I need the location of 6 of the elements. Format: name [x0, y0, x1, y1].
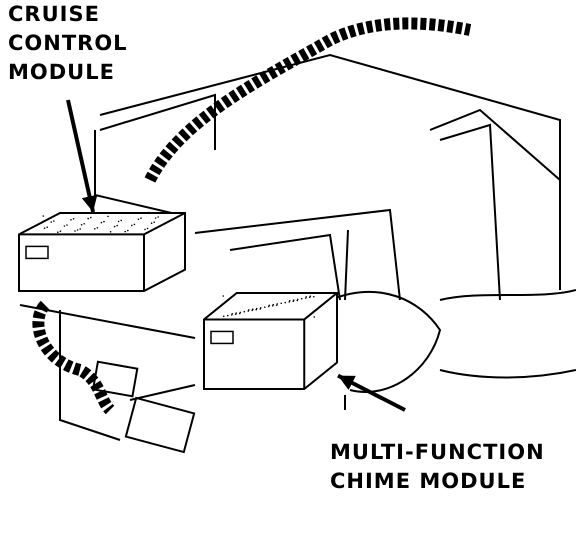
chime-module-drawing — [203, 292, 338, 390]
callout-label: MULTI-FUNCTION CHIME MODULE — [330, 438, 570, 496]
callout-label: CRUISE CONTROL MODULE — [8, 0, 148, 87]
arrow — [66, 100, 98, 212]
cruise-control-module-drawing — [18, 212, 186, 292]
arrow — [337, 374, 406, 412]
